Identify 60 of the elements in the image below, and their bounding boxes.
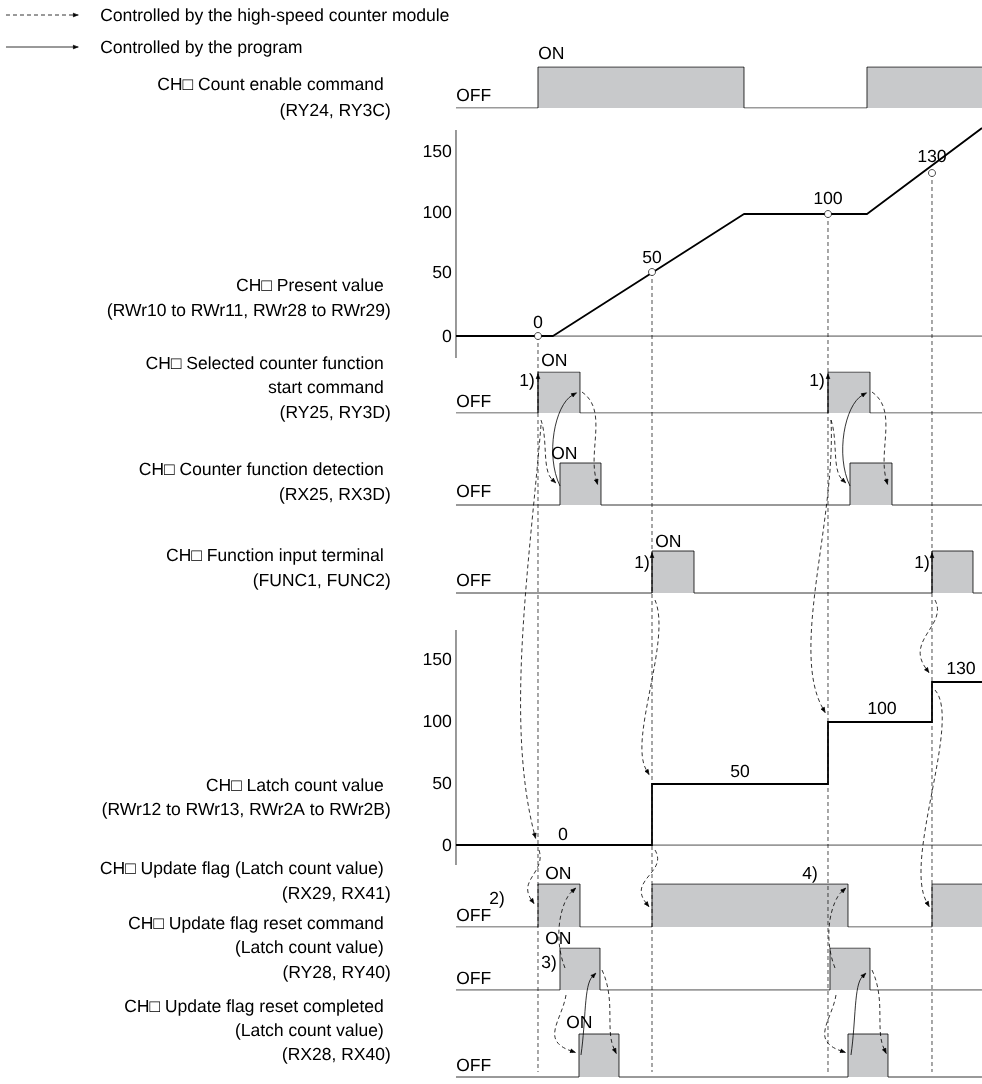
callout-number: 1) (915, 555, 929, 572)
value-label: 100 (814, 191, 842, 205)
state-label: OFF (457, 908, 491, 922)
state-label: OFF (457, 573, 491, 587)
value-label: 100 (868, 701, 896, 715)
state-label: ON (567, 1015, 592, 1029)
signal-name: (RWr12 to RWr13, RWr2A to RWr2B) (102, 802, 390, 819)
value-label: 130 (947, 661, 975, 675)
signal-name: (Latch count value) (236, 940, 383, 957)
callout-number: 1) (810, 373, 824, 390)
legend-text: Controlled by the high-speed counter module (101, 8, 449, 25)
axis-tick-label: 100 (423, 205, 452, 219)
state-label: OFF (457, 88, 491, 102)
state-label: OFF (457, 484, 491, 498)
signal-name: (RY28, RY40) (283, 965, 390, 982)
signal-name: (RX25, RX3D) (280, 487, 390, 504)
signal-name: CH□ Update flag (Latch count value) (100, 861, 383, 878)
state-label: ON (546, 931, 571, 945)
signal-name: (RY24, RY3C) (280, 103, 390, 120)
signal-name: CH□ Selected counter function (146, 356, 383, 370)
callout-number: 1) (635, 555, 649, 572)
axis-tick-label: 0 (442, 838, 452, 852)
signal-name: start command (268, 380, 383, 394)
callout-number: 4) (802, 866, 817, 883)
signal-name: CH□ Count enable command (158, 77, 383, 91)
value-label: 130 (918, 149, 946, 163)
state-label: ON (552, 446, 577, 460)
axis-tick-label: 150 (423, 144, 452, 158)
signal-name: (RWr10 to RWr11, RWr28 to RWr29) (107, 303, 390, 320)
signal-name: CH□ Function input terminal (166, 548, 383, 565)
signal-name: CH□ Update flag reset command (129, 916, 383, 933)
signal-name: CH□ Counter function detection (139, 462, 383, 476)
value-label: 0 (533, 315, 543, 329)
value-label: 50 (642, 250, 662, 264)
axis-tick-label: 50 (433, 265, 452, 279)
axis-tick-label: 50 (433, 776, 452, 790)
state-label: ON (542, 353, 567, 367)
signal-name: (FUNC1, FUNC2) (253, 573, 390, 590)
signal-name: (RX28, RX40) (282, 1047, 390, 1064)
callout-number: 3) (541, 955, 556, 972)
state-label: ON (656, 534, 681, 548)
signal-name: (RX29, RX41) (282, 886, 390, 903)
state-label: ON (539, 46, 564, 60)
callout-number: 2) (490, 891, 504, 908)
state-label: OFF (457, 1058, 491, 1072)
state-label: OFF (457, 394, 491, 408)
axis-tick-label: 100 (423, 714, 452, 728)
signal-name: CH□ Present value (237, 278, 383, 292)
value-label: 50 (730, 764, 750, 778)
state-label: OFF (457, 971, 491, 985)
axis-tick-label: 150 (423, 652, 452, 666)
callout-number: 1) (520, 373, 534, 390)
axis-tick-label: 0 (442, 329, 452, 343)
value-label: 0 (558, 827, 568, 841)
legend-text: Controlled by the program (101, 40, 302, 57)
signal-name: CH□ Latch count value (206, 778, 383, 792)
signal-name: CH□ Update flag reset completed (125, 999, 383, 1016)
signal-name: (Latch count value) (236, 1023, 383, 1040)
signal-name: (RY25, RY3D) (280, 405, 390, 422)
state-label: ON (546, 866, 571, 880)
